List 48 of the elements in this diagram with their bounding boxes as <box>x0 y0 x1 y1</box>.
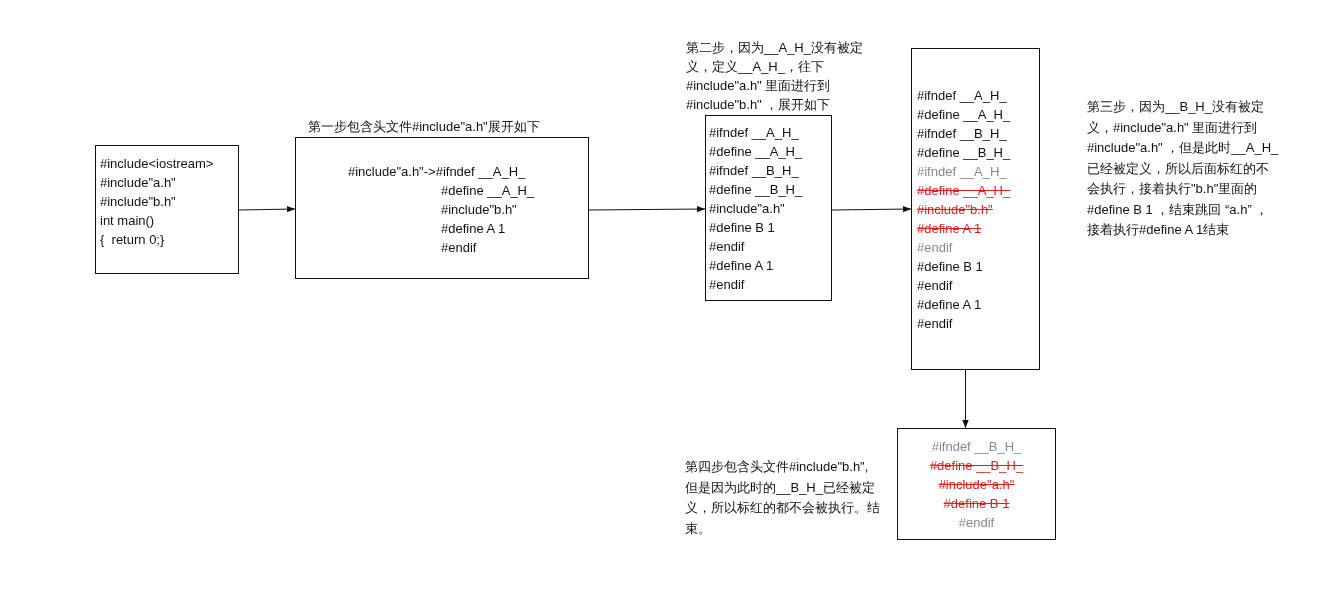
code-line: #define B 1 <box>942 495 1011 512</box>
step-note: 第三步，因为__B_H_没有被定义，#include"a.h" 里面进行到#include"a.h" ，但是此时__A_H_已经被定义，所以后面标红的不会执行，接着执行"b.h"里面的#define B 1 ，结束跳回 “a.h” ，接着执行#define A 1结束 <box>1087 98 1279 239</box>
code-line: #include"a.h" <box>100 174 176 191</box>
code-line: #endif <box>917 277 953 294</box>
code-line: #define A 1 <box>441 220 506 237</box>
code-line: #include"b.h" <box>917 201 993 218</box>
code-line: #include"b.h" <box>100 193 176 210</box>
arrow <box>962 369 969 429</box>
step-heading: 第二步，因为__A_H_没有被定义，定义__A_H_，往下#include"a.h" 里面进行到#include"b.h" ，展开如下 <box>686 39 864 114</box>
code-line: #endif <box>709 276 745 293</box>
code-line: #endif <box>441 239 477 256</box>
code-line: #endif <box>917 239 953 256</box>
code-line: #ifndef __B_H_ <box>930 438 1023 455</box>
code-line: #include"a.h" <box>709 200 785 217</box>
code-line: #define __A_H_ <box>917 106 1011 123</box>
code-line: #define B 1 <box>709 219 775 236</box>
code-line: #define __A_H_ <box>709 143 803 160</box>
code-line: #define __B_H_ <box>709 181 803 198</box>
code-line: { return 0;} <box>100 231 165 248</box>
code-line: #define __B_H_ <box>928 457 1025 474</box>
code-line: #ifndef __A_H_ <box>917 87 1007 104</box>
code-line: #define __B_H_ <box>917 144 1011 161</box>
code-line: #define B 1 <box>917 258 983 275</box>
code-line: #define A 1 <box>917 220 982 237</box>
arrow <box>238 205 296 213</box>
code-box <box>911 48 1040 370</box>
code-line: #define __A_H_ <box>917 182 1011 199</box>
code-line: #define __A_H_ <box>441 182 535 199</box>
code-line: #include"b.h" <box>441 201 517 218</box>
code-box <box>95 145 239 274</box>
code-line: #define A 1 <box>917 296 982 313</box>
code-line: #endif <box>709 238 745 255</box>
code-line: #define A 1 <box>709 257 774 274</box>
code-line: #ifndef __B_H_ <box>709 162 799 179</box>
code-line: #ifndef __A_H_ <box>709 124 799 141</box>
code-line: int main() <box>100 212 155 229</box>
step-heading: 第一步包含头文件#include"a.h"展开如下 <box>308 118 541 136</box>
code-box <box>897 428 1056 540</box>
code-line: #ifndef __A_H_ <box>917 163 1007 180</box>
code-line: #include<iostream> <box>100 155 214 172</box>
code-line: #ifndef __B_H_ <box>917 125 1007 142</box>
step-note: 第四步包含头文件#include"b.h",但是因为此时的__B_H_已经被定义，所以标红的都不会被执行。结束。 <box>685 458 880 538</box>
code-line: #endif <box>957 514 996 531</box>
arrow <box>831 205 912 213</box>
code-line: #endif <box>917 315 953 332</box>
code-line: #include"a.h" <box>937 476 1016 493</box>
arrow <box>588 205 706 213</box>
code-line: #include"a.h"->#ifndef __A_H_ <box>348 163 526 180</box>
